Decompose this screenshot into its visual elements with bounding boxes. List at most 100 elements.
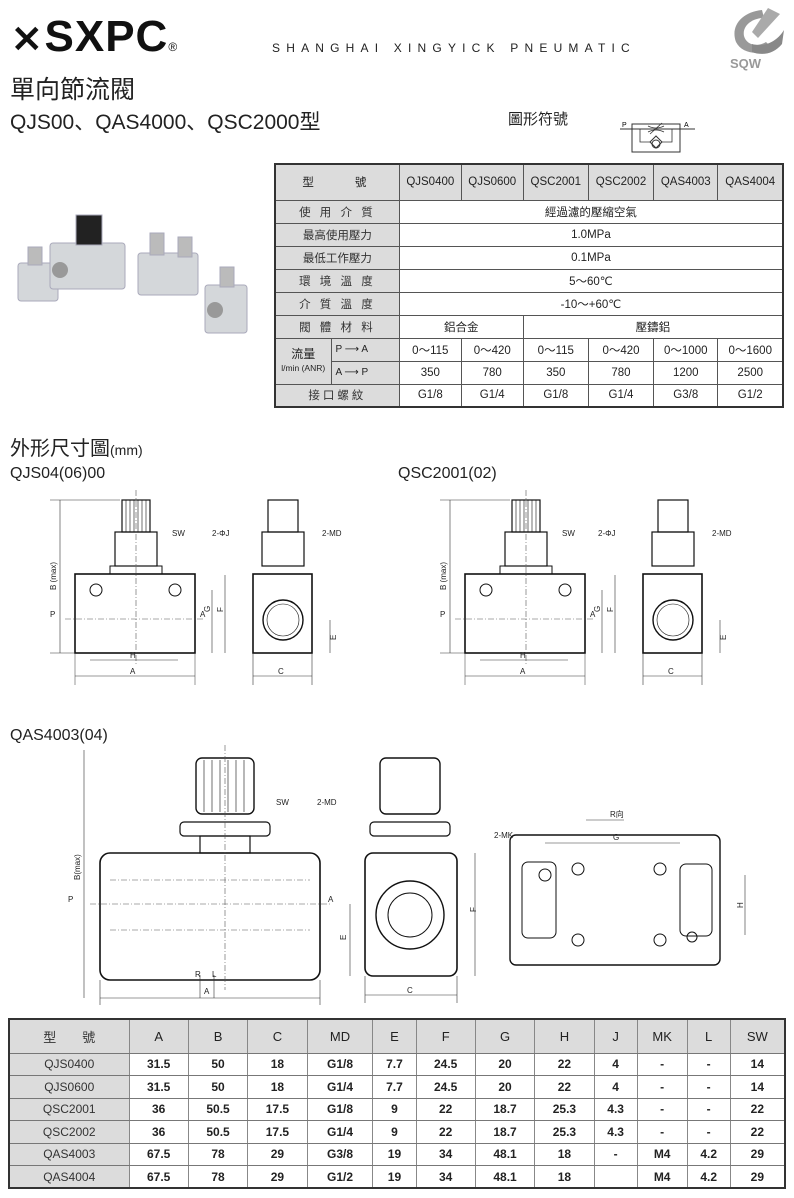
- symbol-label: 圖形符號: [508, 111, 569, 128]
- header-cell: C: [247, 1019, 308, 1054]
- header-cell: MK: [636, 1019, 688, 1054]
- cell: 4.3: [593, 1120, 638, 1144]
- cell: 29: [729, 1165, 785, 1189]
- cell: G3/8: [653, 383, 719, 408]
- cell: 0～420: [587, 337, 655, 362]
- cell: 7.7: [372, 1075, 416, 1099]
- drawing-labels-1: SW 2-ΦJ 2-MD B (max) P A G F H A C E: [49, 529, 342, 676]
- cell: 0～1600: [717, 337, 784, 362]
- label-c: C: [278, 667, 284, 676]
- cell: 34: [415, 1165, 476, 1189]
- row-label: 最低工作壓力: [274, 245, 400, 270]
- section-title-text: 外形尺寸圖: [10, 438, 110, 460]
- cell: -: [686, 1098, 731, 1121]
- cell: -: [636, 1098, 688, 1121]
- cell: 67.5: [128, 1165, 189, 1189]
- cell: 48.1: [474, 1143, 535, 1166]
- cell: 0～1000: [653, 337, 719, 362]
- row-label: 環 境 溫 度: [274, 268, 400, 293]
- cell: 22: [534, 1053, 595, 1076]
- label-a: A: [130, 667, 136, 676]
- cell: 29: [729, 1143, 785, 1166]
- header-cell: F: [415, 1019, 476, 1054]
- row-label: 接口螺紋: [274, 383, 400, 408]
- row-value: 0.1MPa: [398, 245, 784, 270]
- header-cell: A: [128, 1019, 189, 1054]
- model-col: QJS0400: [398, 163, 462, 201]
- label-g: G: [593, 606, 602, 612]
- label-e: E: [719, 635, 728, 640]
- label-md: 2-MD: [322, 529, 342, 538]
- cell: 350: [522, 360, 589, 385]
- cell: G1/8: [306, 1098, 373, 1121]
- cell: -: [636, 1075, 688, 1099]
- label-f: F: [606, 607, 615, 612]
- cell: 22: [729, 1120, 785, 1144]
- page-title: 單向節流閥: [10, 76, 136, 104]
- model-cell: QSC2001: [8, 1098, 129, 1121]
- model-cell: QJS0400: [8, 1053, 129, 1076]
- cell: 25.3: [534, 1098, 595, 1121]
- cell: 20: [474, 1053, 535, 1076]
- label-p: P: [68, 895, 73, 904]
- drawing-labels-2: SW 2-ΦJ 2-MD B (max) P A G F H A C E: [439, 529, 732, 676]
- label-c: C: [668, 667, 674, 676]
- cell: 31.5: [128, 1075, 189, 1099]
- cell: 4: [593, 1075, 638, 1099]
- cell: 18: [247, 1053, 308, 1076]
- header-cell: J: [593, 1019, 638, 1054]
- cell: M4: [636, 1143, 688, 1166]
- label-c: C: [407, 986, 413, 995]
- label-f: F: [469, 907, 478, 912]
- header-cell: E: [372, 1019, 416, 1054]
- cell: M4: [636, 1165, 688, 1189]
- model-heading: QAS4003(04): [10, 727, 108, 744]
- cell: -: [636, 1120, 688, 1144]
- model-heading: QSC2001(02): [398, 465, 497, 482]
- cell: 780: [587, 360, 655, 385]
- row-label: 閥 體 材 料: [274, 314, 400, 339]
- cell: 18: [534, 1143, 595, 1166]
- header-cell: MD: [306, 1019, 373, 1054]
- cell: 9: [372, 1120, 416, 1144]
- tagline: SHANGHAI XINGYICK PNEUMATIC: [272, 41, 636, 55]
- label-g: G: [203, 606, 212, 612]
- product-photo: [17, 214, 248, 334]
- label-b: B (max): [439, 562, 448, 590]
- model-col: QAS4003: [653, 163, 719, 201]
- cell: 29: [247, 1143, 308, 1166]
- spec-row-medium: 使 用 介 質經過濾的壓縮空氣: [274, 199, 784, 224]
- cell: 14: [729, 1075, 785, 1099]
- sqw-logo: SQW: [730, 8, 784, 71]
- cell: 20: [474, 1075, 535, 1099]
- cell: 29: [247, 1165, 308, 1189]
- label-sw: SW: [172, 529, 185, 538]
- label-f: F: [216, 607, 225, 612]
- sxpc-logo: ⨯SXPC®: [10, 12, 179, 61]
- cell: 22: [534, 1075, 595, 1099]
- cell: 19: [372, 1165, 416, 1189]
- cell: 350: [398, 360, 462, 385]
- spec-row-material: 閥 體 材 料鋁合金壓鑄鋁: [274, 314, 784, 339]
- label-a: A: [328, 895, 334, 904]
- cell: 19: [372, 1143, 416, 1166]
- cell: 22: [729, 1098, 785, 1121]
- header-cell: G: [474, 1019, 535, 1054]
- label-md: 2-MD: [712, 529, 732, 538]
- cell: 50: [187, 1075, 248, 1099]
- cell: G1/8: [398, 383, 462, 408]
- svg-text:SQW: SQW: [730, 56, 762, 71]
- cell: 78: [187, 1143, 248, 1166]
- label-r: R: [195, 970, 201, 979]
- model-col: QSC2001: [522, 163, 589, 201]
